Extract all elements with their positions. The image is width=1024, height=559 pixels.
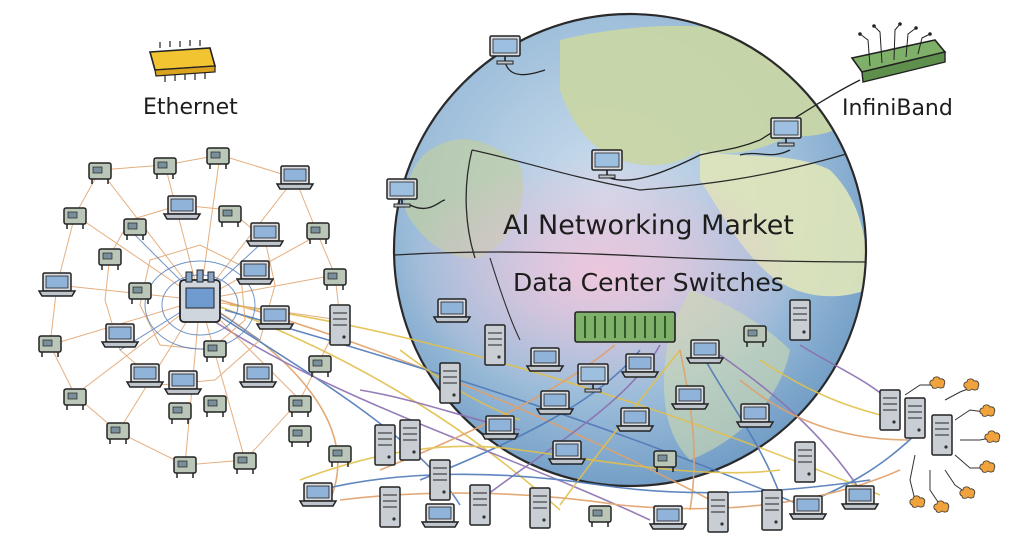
server-tower-icon <box>484 324 506 366</box>
cloud-node-icon <box>959 486 976 499</box>
router-icon <box>203 340 227 363</box>
market-title: AI Networking Market <box>503 210 794 241</box>
router-icon <box>306 222 330 245</box>
server-tower-icon <box>399 419 421 461</box>
cloud-node-icon <box>963 378 980 391</box>
server-tower-icon <box>374 424 396 466</box>
router-icon <box>88 162 112 185</box>
router-icon <box>308 355 332 378</box>
laptop-icon <box>649 505 687 530</box>
laptop-icon <box>526 347 564 372</box>
laptop-icon <box>236 260 274 285</box>
laptop-icon <box>421 503 459 528</box>
router-icon <box>153 157 177 180</box>
globe-icon <box>392 12 868 488</box>
laptop-icon <box>163 195 201 220</box>
server-tower-icon <box>429 459 451 501</box>
ethernet-chip-icon <box>148 40 217 82</box>
router-icon <box>328 445 352 468</box>
laptop-icon <box>789 495 827 520</box>
router-icon <box>588 505 612 528</box>
router-icon <box>288 425 312 448</box>
router-icon <box>203 395 227 418</box>
router-icon <box>233 452 257 475</box>
infiniband-switch-icon <box>850 22 947 83</box>
router-icon <box>63 388 87 411</box>
infiniband-label: InfiniBand <box>842 96 953 121</box>
ethernet-label: Ethernet <box>143 95 238 120</box>
cloud-node-icon <box>933 500 950 513</box>
laptop-icon <box>433 298 471 323</box>
router-icon <box>63 207 87 230</box>
server-tower-icon <box>761 489 783 531</box>
router-icon <box>98 248 122 271</box>
router-icon <box>123 218 147 241</box>
laptop-icon <box>616 407 654 432</box>
laptop-icon <box>164 370 202 395</box>
router-icon <box>38 335 62 358</box>
laptop-icon <box>536 390 574 415</box>
server-tower-icon <box>329 304 351 346</box>
laptop-icon <box>299 482 337 507</box>
router-icon <box>128 282 152 305</box>
router-icon <box>218 205 242 228</box>
laptop-icon <box>256 305 294 330</box>
laptop-icon <box>276 165 314 190</box>
laptop-icon <box>246 222 284 247</box>
laptop-icon <box>101 323 139 348</box>
server-tower-icon <box>789 299 811 341</box>
cloud-node-icon <box>979 460 996 473</box>
switch-board-icon <box>574 311 676 343</box>
router-icon <box>106 422 130 445</box>
router-icon <box>173 456 197 479</box>
server-tower-icon <box>794 441 816 483</box>
laptop-icon <box>126 363 164 388</box>
server-tower-icon <box>529 487 551 529</box>
cloud-node-icon <box>909 495 926 508</box>
laptop-icon <box>841 485 879 510</box>
switches-label: Data Center Switches <box>513 268 784 297</box>
server-tower-icon <box>707 491 729 533</box>
network-hub-icon <box>179 269 221 323</box>
laptop-icon <box>481 415 519 440</box>
laptop-icon <box>736 403 774 428</box>
server-tower-icon <box>439 362 461 404</box>
laptop-icon <box>38 272 76 297</box>
laptop-icon <box>548 440 586 465</box>
router-icon <box>323 268 347 291</box>
router-icon <box>168 402 192 425</box>
laptop-icon <box>671 385 709 410</box>
cloud-node-icon <box>929 376 946 389</box>
laptop-icon <box>239 363 277 388</box>
router-icon <box>288 395 312 418</box>
laptop-icon <box>686 339 724 364</box>
server-cluster-icon <box>879 389 953 456</box>
cluster-nodes <box>909 376 1001 513</box>
laptop-icon <box>621 353 659 378</box>
server-tower-icon <box>469 484 491 526</box>
cloud-node-icon <box>984 430 1001 443</box>
server-tower-icon <box>379 486 401 528</box>
cloud-node-icon <box>979 404 996 417</box>
